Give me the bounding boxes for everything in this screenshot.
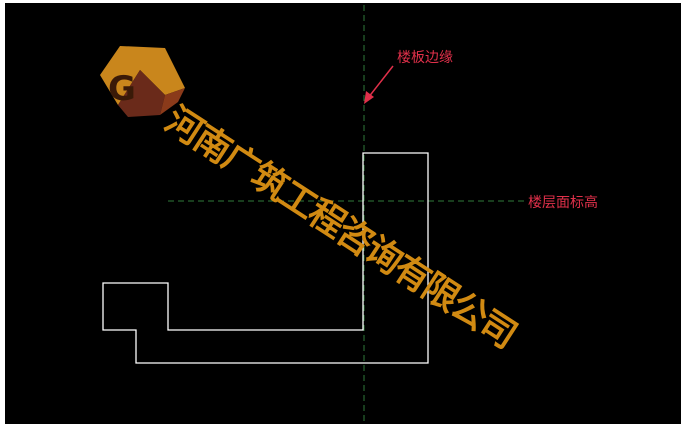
floor-elevation-label: 楼层面标高 xyxy=(528,195,598,211)
logo-cube-icon: G xyxy=(100,46,185,117)
slab-beam-section-outline xyxy=(102,152,429,364)
slab-edge-label: 楼板边缘 xyxy=(397,50,453,66)
svg-text:G: G xyxy=(108,69,136,109)
arrow-icon xyxy=(364,65,394,104)
